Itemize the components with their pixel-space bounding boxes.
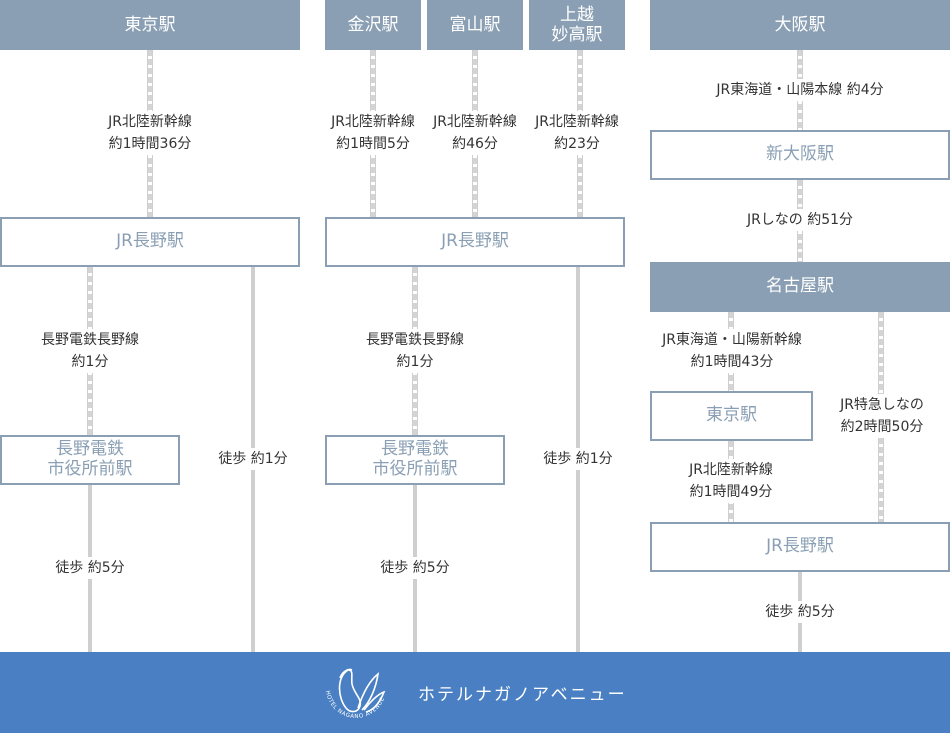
route-label-express: JR特急しなの 約2時間50分 [828, 394, 936, 438]
walk-label-5-col3: 徒歩 約5分 [755, 601, 845, 623]
route-label-shinano: JRしなの 約51分 [730, 209, 870, 231]
walk-label-5-col1: 徒歩 約5分 [45, 557, 135, 579]
route-line-name: JR北陸新幹線 [331, 114, 415, 130]
hotel-name: ホテルナガノアベニュー [418, 685, 627, 705]
route-duration: 約1時間36分 [108, 136, 192, 152]
route-label-joetsu: JR北陸新幹線 約23分 [529, 111, 625, 155]
logo-text: HOTEL NAGANO AVENUE [324, 690, 386, 720]
route-line-name: JR北陸新幹線 [433, 114, 517, 130]
station-line-2: 市役所前駅 [372, 459, 458, 479]
header-toyama: 富山駅 [427, 0, 523, 50]
header-joetsu: 上越 妙高駅 [529, 0, 625, 50]
station-shiyakusho-1: 長野電鉄 市役所前駅 [0, 435, 180, 485]
station-line-1: 長野電鉄 [56, 439, 124, 460]
route-label-nagaden-1: 長野電鉄長野線 約1分 [30, 329, 150, 373]
route-duration: 約23分 [554, 136, 600, 152]
walk-label-1-col1: 徒歩 約1分 [208, 448, 298, 470]
route-line-name: JR特急しなの [840, 397, 924, 413]
route-label-kanazawa: JR北陸新幹線 約1時間5分 [325, 111, 421, 155]
header-kanazawa: 金沢駅 [325, 0, 421, 50]
route-line-name: JR北陸新幹線 [689, 462, 773, 478]
route-duration: 約2時間50分 [840, 419, 924, 435]
route-line-name: 長野電鉄長野線 [41, 332, 139, 348]
station-line-1: 長野電鉄 [381, 439, 449, 460]
route-line-name: JR北陸新幹線 [535, 114, 619, 130]
route-label-tokyo: JR北陸新幹線 約1時間36分 [92, 111, 208, 155]
route-duration: 約46分 [452, 136, 498, 152]
walk-label-1-col2: 徒歩 約1分 [533, 448, 623, 470]
route-label-hokuriku: JR北陸新幹線 約1時間49分 [672, 459, 790, 503]
footer-bar [0, 652, 950, 733]
hotel-logo-icon: HOTEL NAGANO AVENUE [324, 668, 386, 720]
station-shiyakusho-2: 長野電鉄 市役所前駅 [325, 435, 505, 485]
route-duration: 約1分 [71, 354, 109, 370]
route-duration: 約1時間43分 [690, 354, 774, 370]
station-nagoya: 名古屋駅 [650, 262, 950, 312]
route-label-tokaido: JR東海道・山陽新幹線 約1時間43分 [648, 329, 816, 373]
station-jr-nagano-1: JR長野駅 [0, 217, 300, 267]
station-jr-nagano-3: JR長野駅 [650, 522, 950, 572]
station-jr-nagano-2: JR長野駅 [325, 217, 625, 267]
header-tokyo: 東京駅 [0, 0, 300, 50]
svg-text:HOTEL NAGANO AVENUE: HOTEL NAGANO AVENUE [324, 690, 386, 720]
walk-label-5-col2: 徒歩 約5分 [370, 557, 460, 579]
route-line-name: JR北陸新幹線 [108, 114, 192, 130]
route-label-nagaden-2: 長野電鉄長野線 約1分 [355, 329, 475, 373]
route-label-osaka: JR東海道・山陽本線 約4分 [690, 79, 910, 101]
station-line-2: 市役所前駅 [47, 459, 133, 479]
route-duration: 約1時間5分 [336, 136, 410, 152]
header-joetsu-line2: 妙高駅 [551, 25, 603, 45]
route-duration: 約1分 [396, 354, 434, 370]
station-tokyo-mid: 東京駅 [650, 391, 813, 441]
route-line-name: 長野電鉄長野線 [366, 332, 464, 348]
route-duration: 約1時間49分 [689, 484, 773, 500]
header-joetsu-line1: 上越 [560, 4, 594, 25]
route-line-name: JR東海道・山陽新幹線 [662, 332, 802, 348]
header-osaka: 大阪駅 [650, 0, 950, 50]
route-label-toyama: JR北陸新幹線 約46分 [427, 111, 523, 155]
station-shin-osaka: 新大阪駅 [650, 130, 950, 180]
